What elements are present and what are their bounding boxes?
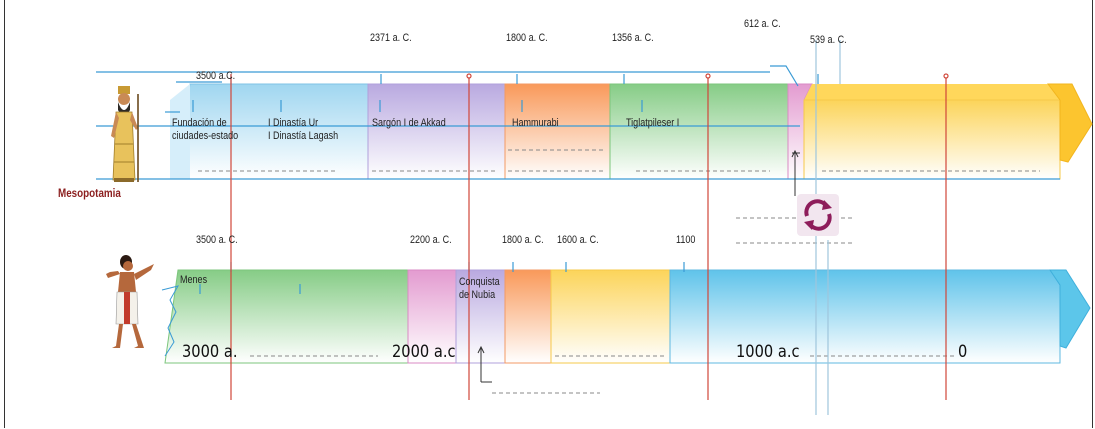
- event-sargon: Sargón I de Akkad: [372, 117, 446, 129]
- event-dinastia-ur: I Dinastía Ur: [268, 117, 319, 129]
- scale-0: 0: [958, 342, 968, 362]
- date-539-ac: 539 a. C.: [810, 34, 847, 46]
- event-fundacion-line1: Fundación de: [172, 117, 227, 129]
- date-1356-ac: 1356 a. C.: [612, 32, 654, 44]
- scale-2000: 2000 a.c: [392, 342, 456, 362]
- egyptian-figure-icon: [106, 255, 154, 348]
- diagram-frame: [4, 0, 1093, 428]
- date-1800-ac-meso: 1800 a. C.: [506, 32, 548, 44]
- scale-3000: 3000 a.: [182, 342, 238, 362]
- date-612-ac: 612 a. C.: [744, 18, 781, 30]
- event-hammurabi: Hammurabi: [512, 117, 559, 129]
- scale-1000: 1000 a.c: [736, 342, 800, 362]
- event-tiglatpileser: Tiglatpileser I: [626, 117, 680, 129]
- event-dinastia-lagash: I Dinastía Lagash: [268, 130, 339, 142]
- date-1800-ac-egypt: 1800 a. C.: [502, 234, 544, 246]
- event-menes: Menes: [180, 274, 208, 286]
- event-fundacion-line2: ciudades-estado: [172, 130, 239, 142]
- date-2371-ac: 2371 a. C.: [370, 32, 412, 44]
- date-3500-ac-egypt: 3500 a. C.: [196, 234, 238, 246]
- scale-lines: [230, 74, 947, 400]
- date-1100: 1100: [676, 234, 696, 246]
- egypt-band: [161, 217, 1091, 394]
- mesopotamia-band: [96, 65, 1093, 196]
- date-2200-ac: 2200 a. C.: [410, 234, 452, 246]
- date-3500-ac-meso: 3500 a.C.: [196, 70, 236, 82]
- event-conquista-line2: de Nubia: [459, 289, 496, 301]
- event-conquista-line1: Conquista: [459, 276, 500, 288]
- mesopotamia-label: Mesopotamia: [58, 186, 121, 200]
- assyrian-king-icon: [111, 86, 139, 182]
- refresh-cycle-icon[interactable]: [797, 194, 839, 236]
- date-1600-ac: 1600 a. C.: [557, 234, 599, 246]
